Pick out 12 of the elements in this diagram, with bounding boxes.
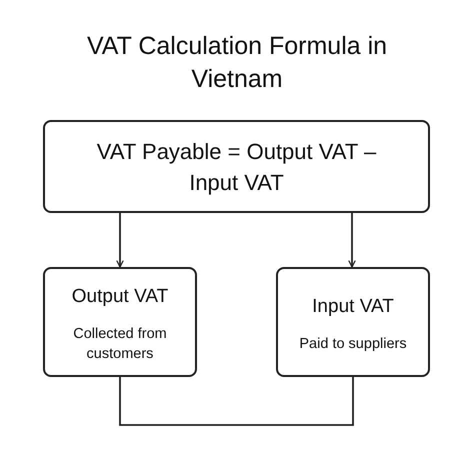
diagram-title: VAT Calculation Formula in Vietnam	[86, 31, 388, 95]
process-box	[43, 120, 430, 213]
box-heading: Input VAT	[312, 294, 394, 318]
box-description: Paid to suppliers	[299, 334, 407, 354]
process-box	[43, 267, 197, 377]
arrow	[116, 213, 124, 268]
arrow	[348, 213, 356, 268]
connector-line	[119, 377, 354, 426]
formula-text: VAT Payable = Output VAT – Input VAT	[96, 138, 378, 197]
box-heading: Output VAT	[72, 284, 168, 308]
process-box	[276, 267, 430, 377]
box-description: Collected from customers	[72, 324, 168, 364]
